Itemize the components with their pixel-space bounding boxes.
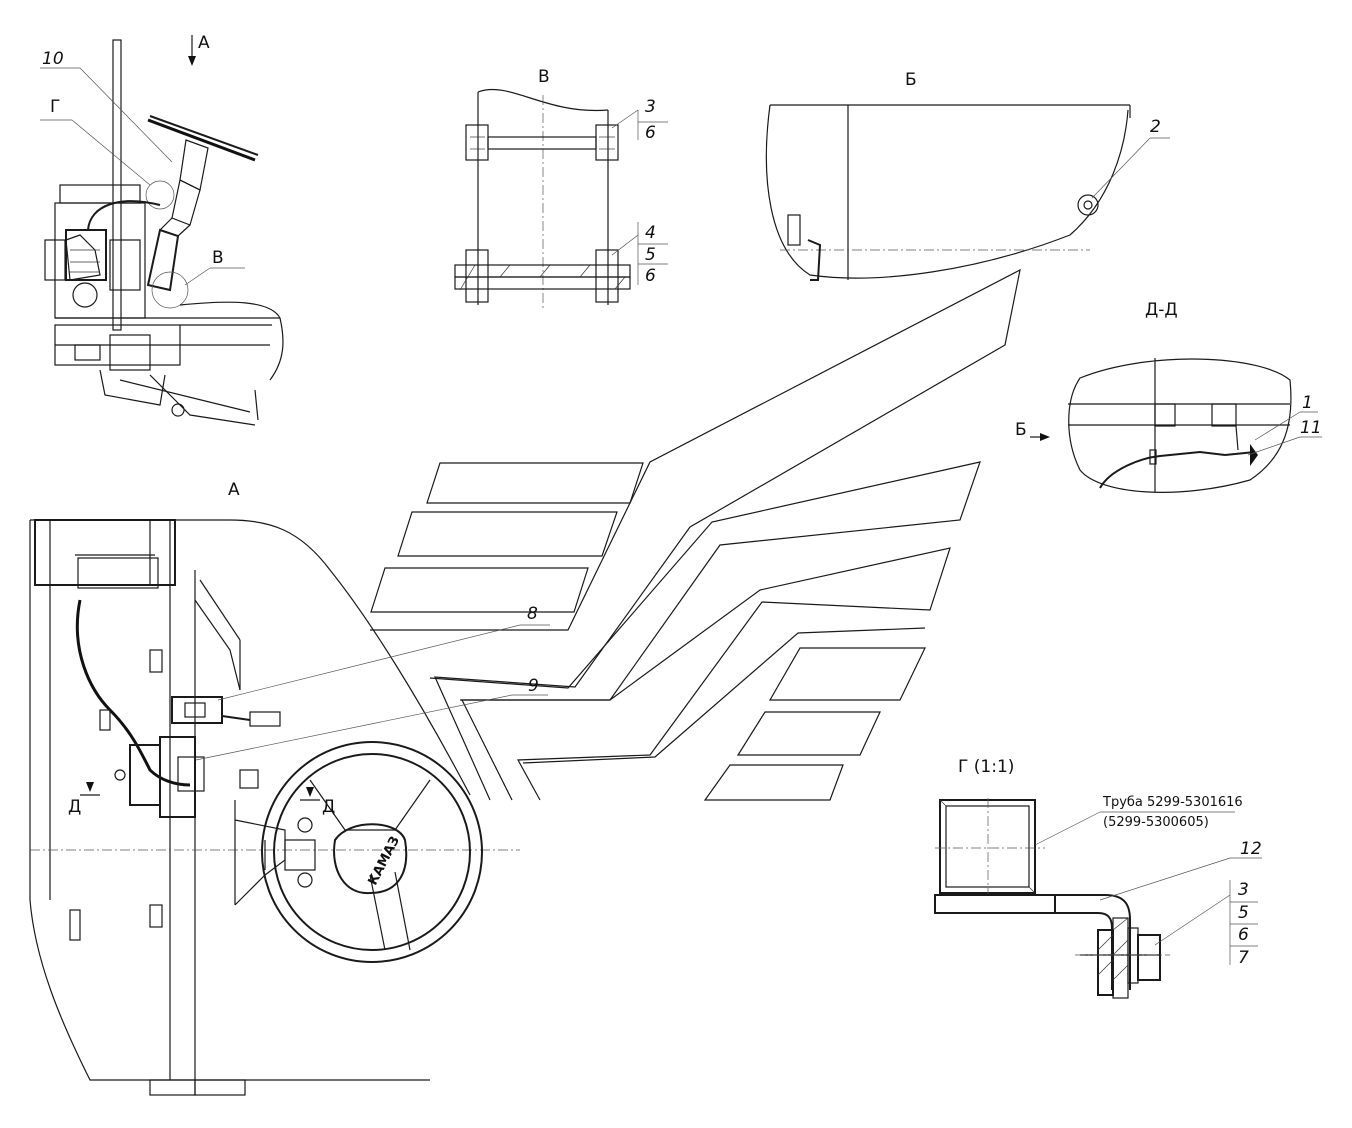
callout-5-v: 5: [645, 245, 656, 265]
callout-6-v-top: 6: [645, 123, 656, 143]
callout-3-v: 3: [645, 97, 656, 117]
callout-2: 2: [1150, 117, 1161, 137]
callout-3-g: 3: [1238, 880, 1249, 900]
callout-12: 12: [1240, 839, 1262, 859]
section-dd-title: Д-Д: [1145, 300, 1178, 320]
view-b-arrow-label: Б: [1015, 420, 1027, 440]
callout-8: 8: [527, 604, 538, 624]
pipe-note-line2: (5299-5300605): [1103, 815, 1209, 830]
view-v: [454, 88, 631, 310]
section-dd: [1068, 358, 1292, 493]
pipe-note-line1: Труба 5299-5301616: [1102, 795, 1243, 810]
detail-g-title: Г (1:1): [958, 757, 1014, 777]
callout-9: 9: [528, 676, 539, 696]
view-b: [765, 104, 1131, 281]
callout-7-g: 7: [1238, 948, 1249, 968]
callout-5-g: 5: [1238, 903, 1249, 923]
callout-1: 1: [1302, 393, 1313, 413]
view-v-title: В: [538, 67, 550, 87]
steering-wheel: КАМАЗ: [261, 741, 483, 963]
side-view: А: [44, 33, 284, 426]
marker-g: Г: [50, 97, 60, 117]
callout-6-g: 6: [1238, 925, 1249, 945]
view-a-title: А: [228, 480, 240, 500]
steering-wheel-brand: КАМАЗ: [366, 834, 403, 888]
view-a-arrow-label: А: [198, 33, 210, 53]
view-a: [29, 519, 520, 1096]
kamaz-emblem: [370, 268, 1021, 801]
callout-11: 11: [1300, 418, 1322, 438]
detail-g: [934, 798, 1170, 999]
callout-4-v: 4: [645, 223, 656, 243]
marker-v: В: [212, 248, 224, 268]
section-d-left-label: Д: [68, 797, 81, 817]
callout-6-v-bottom: 6: [645, 266, 656, 286]
view-b-title: Б: [905, 70, 917, 90]
callout-10: 10: [42, 49, 64, 69]
